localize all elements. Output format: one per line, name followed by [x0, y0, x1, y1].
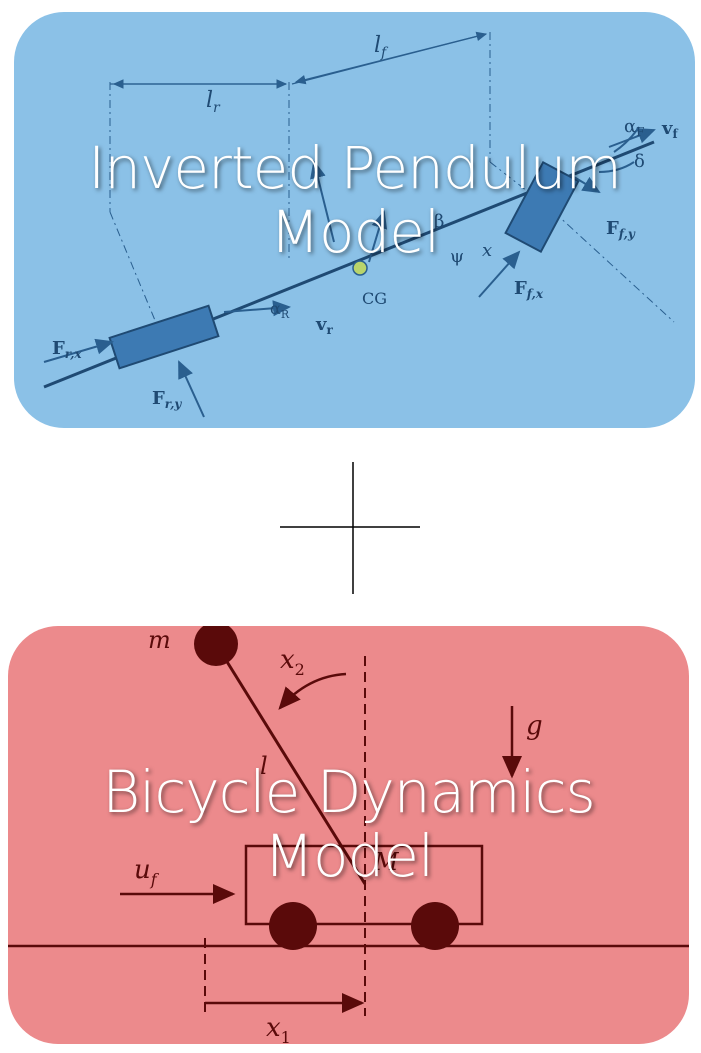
cart-body	[244, 844, 484, 926]
psi-label: ψ	[450, 246, 464, 267]
cart-pendulum-diagram: m x2 g l M uf x1	[8, 626, 689, 1044]
ffy-label: Ff,y	[606, 218, 636, 241]
alpha-r-label: αR	[270, 299, 290, 321]
inverted-pendulum-panel: lf lr αF vf δ β ψ x CG αR vr Ff,y Ff,x F…	[14, 12, 695, 428]
right-wheel	[411, 902, 459, 950]
bicycle-dynamics-panel: m x2 g l M uf x1 Bicycle Dynamics Model	[8, 626, 689, 1044]
cg-marker	[352, 260, 368, 276]
cg-label: CG	[362, 289, 387, 308]
front-wheel	[504, 160, 580, 254]
pendulum-rod	[214, 643, 367, 885]
bicycle-dynamics-title: Bicycle Dynamics Model	[8, 758, 689, 890]
alpha-f-label: αF	[624, 116, 644, 139]
rear-wheel	[108, 304, 220, 370]
x2-label: x2	[280, 645, 305, 679]
ffx-label: Ff,x	[514, 278, 544, 301]
title-line-2: Model	[269, 197, 440, 266]
title-line-2: Model	[263, 821, 434, 890]
title-line-1: Inverted Pendulum	[88, 134, 622, 202]
M-label: M	[373, 848, 400, 876]
lf-label: lf	[374, 33, 389, 61]
fry-label: Fr,y	[152, 388, 182, 411]
delta-label: δ	[634, 151, 645, 172]
vr-label: vr	[315, 314, 333, 337]
g-label: g	[526, 711, 543, 741]
frx-label: Fr,x	[52, 338, 82, 361]
lr-label: lr	[206, 88, 221, 116]
x1-label: x1	[266, 1013, 291, 1044]
m-label: m	[148, 626, 171, 654]
dimension-lines	[110, 31, 488, 89]
title-line-1: Bicycle Dynamics	[102, 758, 595, 826]
x2-arrow	[278, 672, 347, 710]
x-label: x	[482, 240, 492, 261]
l-label: l	[260, 752, 268, 780]
left-wheel	[269, 902, 317, 950]
vf-label: vf	[661, 118, 678, 141]
uf-label: uf	[134, 855, 160, 889]
vehicle-diagram: lf lr αF vf δ β ψ x CG αR vr Ff,y Ff,x F…	[43, 31, 678, 418]
pendulum-mass	[194, 626, 238, 666]
inverted-pendulum-title: Inverted Pendulum Model	[14, 134, 695, 266]
beta-label: β	[434, 211, 444, 232]
force-arrows	[43, 126, 656, 418]
